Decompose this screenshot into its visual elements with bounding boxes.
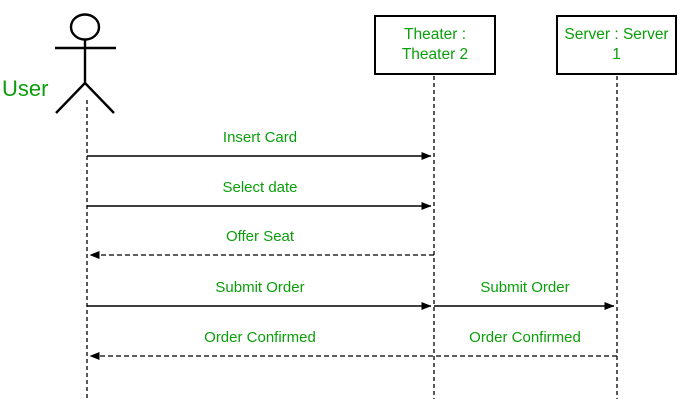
message-label-offer-seat: Offer Seat	[225, 228, 295, 245]
message-label-select-date: Select date	[222, 179, 298, 196]
message-label-insert-card: Insert Card	[222, 129, 298, 146]
message-label-submit-order-right: Submit Order	[480, 279, 570, 296]
participant-server-label-line1: Server : Server	[564, 26, 669, 43]
actor-user-label: User	[2, 76, 49, 101]
participant-server-box: Server : Server 1	[556, 15, 677, 75]
message-label-order-confirmed-right: Order Confirmed	[469, 329, 581, 346]
actor-leg-right	[84, 82, 115, 114]
message-label-submit-order-left: Submit Order	[215, 279, 305, 296]
message-label-order-confirmed-left: Order Confirmed	[204, 329, 316, 346]
participant-theater-box: Theater : Theater 2	[374, 15, 496, 75]
actor-user-figure	[55, 13, 116, 114]
participant-theater-label-line1: Theater :	[403, 26, 467, 43]
actor-leg-left	[55, 82, 86, 114]
participant-theater-label-line2: Theater 2	[401, 46, 469, 63]
actor-head	[69, 13, 101, 41]
participant-server-label-line2: 1	[612, 46, 621, 63]
